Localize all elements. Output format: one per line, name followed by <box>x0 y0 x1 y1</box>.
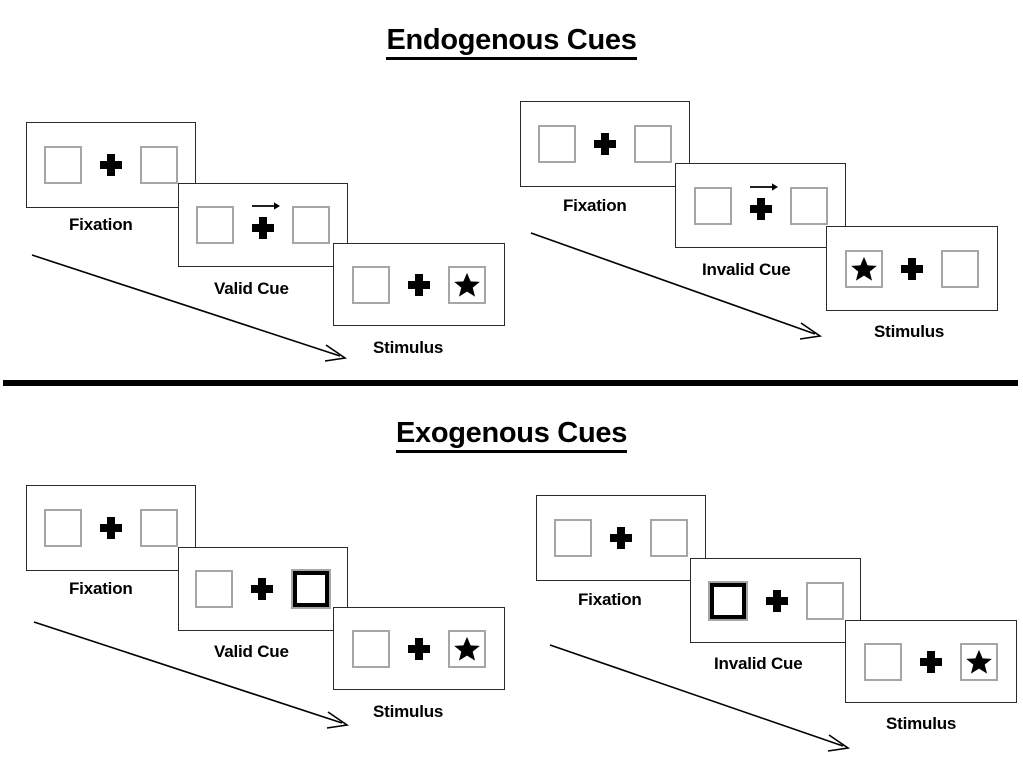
stimulus-box-right <box>960 642 998 681</box>
section-divider <box>3 380 1018 386</box>
stimulus-box-right <box>292 206 330 244</box>
stage-label-invalid-cue: Invalid Cue <box>702 260 791 279</box>
stimulus-box-right-cued <box>291 569 331 609</box>
plus-icon <box>100 517 122 539</box>
panel-endogenous-invalid-fixation[interactable] <box>520 101 690 187</box>
stage-label-fixation: Fixation <box>578 590 642 609</box>
stage-label-valid-cue: Valid Cue <box>214 642 289 661</box>
stage-label-stimulus: Stimulus <box>373 338 444 357</box>
stimulus-box-left <box>554 519 592 557</box>
panel-exogenous-invalid-stimulus[interactable] <box>845 620 1017 703</box>
plus-icon <box>920 650 942 673</box>
plus-icon <box>749 182 778 220</box>
section-title-endogenous-text: Endogenous Cues <box>386 24 637 60</box>
stage-label-stimulus: Stimulus <box>886 714 957 733</box>
stimulus-box-left <box>845 249 883 288</box>
stimulus-box-left <box>538 125 576 163</box>
stage-label-fixation: Fixation <box>69 579 133 598</box>
panel-endogenous-valid-cue[interactable] <box>178 183 348 267</box>
stimulus-box-right <box>650 519 688 557</box>
stimulus-box-left <box>196 206 234 244</box>
panel-endogenous-valid-fixation[interactable] <box>26 122 196 208</box>
star-icon <box>454 272 480 297</box>
arrow-right-icon <box>749 182 778 191</box>
section-title-endogenous: Endogenous Cues <box>0 24 1023 60</box>
time-arrow-icon <box>31 254 348 362</box>
star-icon <box>851 256 877 281</box>
stimulus-box-left <box>44 146 82 184</box>
plus-icon <box>901 257 923 280</box>
section-title-exogenous: Exogenous Cues <box>0 417 1023 453</box>
stimulus-box-right <box>805 581 844 620</box>
stimulus-box-left <box>195 570 233 608</box>
plus-icon <box>408 273 430 296</box>
plus-icon <box>594 133 616 155</box>
stimulus-box-right <box>448 629 486 668</box>
panel-endogenous-valid-stimulus[interactable] <box>333 243 505 326</box>
plus-icon <box>100 154 122 176</box>
panel-content <box>845 249 979 288</box>
panel-content <box>352 629 486 668</box>
panel-content <box>44 146 178 184</box>
panel-content <box>44 509 178 547</box>
panel-exogenous-valid-stimulus[interactable] <box>333 607 505 690</box>
stage-label-fixation: Fixation <box>69 215 133 234</box>
panel-content <box>693 182 828 225</box>
plus-icon <box>765 589 788 612</box>
stimulus-box-left-cued <box>707 580 748 621</box>
panel-content <box>707 580 844 621</box>
section-title-exogenous-text: Exogenous Cues <box>395 417 627 453</box>
stage-label-fixation: Fixation <box>563 196 627 215</box>
stimulus-box-left <box>693 186 732 225</box>
panel-exogenous-valid-cue[interactable] <box>178 547 348 631</box>
panel-endogenous-invalid-cue[interactable] <box>675 163 846 248</box>
time-arrow-icon <box>549 644 851 752</box>
stimulus-box-left <box>352 265 390 304</box>
star-icon <box>454 636 480 661</box>
stage-label-invalid-cue: Invalid Cue <box>714 654 803 673</box>
stimulus-box-right <box>140 509 178 547</box>
stimulus-box-right <box>941 249 979 288</box>
panel-content <box>864 642 998 681</box>
stimulus-box-left <box>864 642 902 681</box>
panel-exogenous-invalid-fixation[interactable] <box>536 495 706 581</box>
panel-content <box>196 202 330 244</box>
stimulus-box-right <box>448 265 486 304</box>
panel-content <box>352 265 486 304</box>
stage-label-stimulus: Stimulus <box>874 322 945 341</box>
time-arrow-icon <box>33 621 350 729</box>
arrow-right-icon <box>252 202 280 210</box>
panel-endogenous-invalid-stimulus[interactable] <box>826 226 998 311</box>
plus-icon <box>251 578 273 600</box>
panel-content <box>195 569 331 609</box>
stimulus-box-left <box>352 629 390 668</box>
panel-content <box>538 125 672 163</box>
stage-label-stimulus: Stimulus <box>373 702 444 721</box>
panel-exogenous-valid-fixation[interactable] <box>26 485 196 571</box>
stimulus-box-right <box>140 146 178 184</box>
panel-content <box>554 519 688 557</box>
plus-icon <box>408 637 430 660</box>
stimulus-box-left <box>44 509 82 547</box>
panel-exogenous-invalid-cue[interactable] <box>690 558 861 643</box>
plus-icon <box>610 527 632 549</box>
stimulus-box-right <box>789 186 828 225</box>
stage-label-valid-cue: Valid Cue <box>214 279 289 298</box>
plus-icon <box>252 202 280 239</box>
stimulus-box-right <box>634 125 672 163</box>
star-icon <box>966 649 992 674</box>
time-arrow-icon <box>530 232 823 340</box>
